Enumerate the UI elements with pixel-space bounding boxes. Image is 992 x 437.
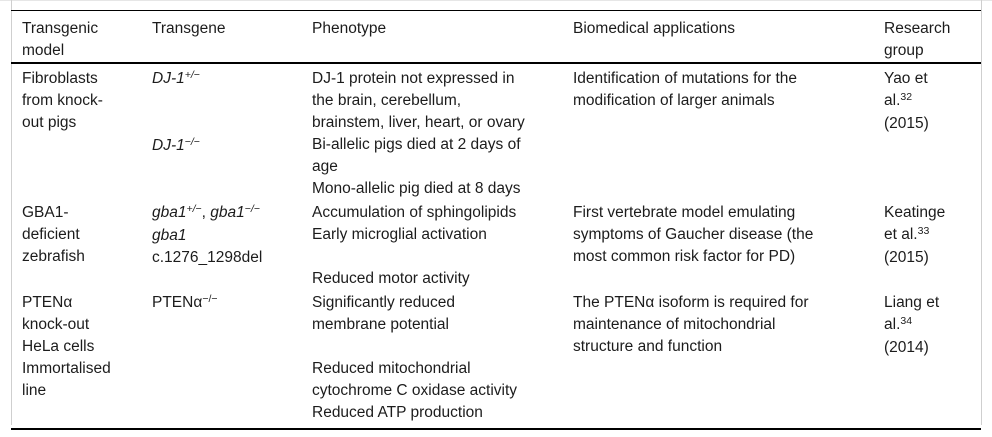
cell-line: line: [22, 382, 47, 399]
cell-research: Keatinge et al.33 (2015): [884, 200, 981, 290]
cell-line: modification of larger animals: [573, 92, 775, 109]
cell-line: DJ-1 protein not expressed in: [312, 70, 515, 87]
cell-line: (2014): [884, 339, 929, 356]
cell-line: Immortalised: [22, 360, 111, 377]
cell-research: Yao et al.32 (2015): [884, 63, 981, 200]
cell-model: Fibroblasts from knock-out pigs: [11, 63, 152, 200]
cell-line: out pigs: [22, 114, 77, 131]
column-header-transgene: Transgene: [152, 10, 312, 64]
cell-model: GBA1- deficient zebrafish: [11, 200, 152, 290]
cell-line: [152, 91, 306, 113]
cell-line: c.1276_1298del: [152, 249, 263, 266]
transgenic-models-table: Transgenic model Transgene Phenotype Bio…: [11, 10, 981, 430]
cell-line: PTENα−/−: [152, 293, 218, 311]
cell-line: Reduced ATP production: [312, 404, 483, 421]
cell-line: age: [312, 158, 338, 175]
cell-applications: Identification of mutations for the modif…: [573, 63, 884, 200]
cell-line: gba1: [152, 227, 187, 244]
column-header-phenotype: Phenotype: [312, 10, 573, 64]
cell-line: et al.33: [884, 225, 930, 243]
cell-line: Fibroblasts: [22, 70, 98, 87]
cell-line: Reduced mitochondrial: [312, 360, 471, 377]
figure-top-border: [0, 0, 992, 1]
cell-line: DJ-1−/−: [152, 136, 200, 154]
cell-line: HeLa cells: [22, 338, 95, 355]
cell-line: PTENα: [22, 294, 73, 311]
cell-line: Reduced motor activity: [312, 270, 470, 287]
cell-line: deficient: [22, 226, 80, 243]
cell-line: First vertebrate model emulating: [573, 204, 796, 221]
cell-line: membrane potential: [312, 316, 449, 333]
cell-line: al.32: [884, 91, 913, 109]
cell-applications: First vertebrate model emulating symptoms…: [573, 200, 884, 290]
cell-line: Identification of mutations for the: [573, 70, 798, 87]
cell-line: knock-out: [22, 316, 90, 333]
cell-line: [312, 246, 567, 268]
cell-line: [152, 113, 306, 135]
cell-line: al.34: [884, 315, 913, 333]
cell-line: Significantly reduced: [312, 294, 456, 311]
cell-line: gba1+/−, gba1−/−: [152, 203, 260, 221]
cell-line: GBA1-: [22, 204, 69, 221]
cell-applications: The PTENα isoform is required for mainten…: [573, 290, 884, 429]
cell-line: (2015): [884, 115, 929, 132]
cell-line: Accumulation of sphingolipids: [312, 204, 517, 221]
figure-left-border: [11, 0, 12, 425]
cell-line: structure and function: [573, 338, 723, 355]
cell-line: from knock-: [22, 92, 103, 109]
column-header-model: Transgenic model: [11, 10, 152, 64]
cell-line: [312, 336, 567, 358]
cell-line: DJ-1+/−: [152, 69, 200, 87]
cell-line: The PTENα isoform is required for: [573, 294, 809, 311]
header-row: Transgenic model Transgene Phenotype Bio…: [11, 10, 981, 64]
column-header-applications: Biomedical applications: [573, 10, 884, 64]
cell-line: Yao et: [884, 70, 928, 87]
cell-line: most common risk factor for PD): [573, 248, 796, 265]
cell-line: Mono-allelic pig died at 8 days: [312, 180, 521, 197]
cell-line: cytochrome C oxidase activity: [312, 382, 518, 399]
cell-research: Liang et al.34 (2014): [884, 290, 981, 429]
cell-line: brainstem, liver, heart, or ovary: [312, 114, 525, 131]
column-header-research: Research group: [884, 10, 981, 64]
cell-line: Early microglial activation: [312, 226, 487, 243]
cell-transgene: gba1+/−, gba1−/− gba1 c.1276_1298del: [152, 200, 312, 290]
cell-line: Keatinge: [884, 204, 946, 221]
cell-phenotype: DJ-1 protein not expressed in the brain, …: [312, 63, 573, 200]
cell-line: maintenance of mitochondrial: [573, 316, 776, 333]
cell-transgene: PTENα−/−: [152, 290, 312, 429]
cell-transgene: DJ-1+/− DJ-1−/−: [152, 63, 312, 200]
cell-line: the brain, cerebellum,: [312, 92, 462, 109]
cell-line: Liang et: [884, 294, 940, 311]
table-row: Fibroblasts from knock-out pigs DJ-1+/− DJ…: [11, 63, 981, 200]
cell-line: (2015): [884, 249, 929, 266]
figure-right-border: [981, 0, 982, 425]
cell-line: symptoms of Gaucher disease (the: [573, 226, 814, 243]
cell-line: zebrafish: [22, 248, 85, 265]
cell-line: Bi-allelic pigs died at 2 days of: [312, 136, 521, 153]
table-body: Fibroblasts from knock-out pigs DJ-1+/− DJ…: [11, 63, 981, 429]
